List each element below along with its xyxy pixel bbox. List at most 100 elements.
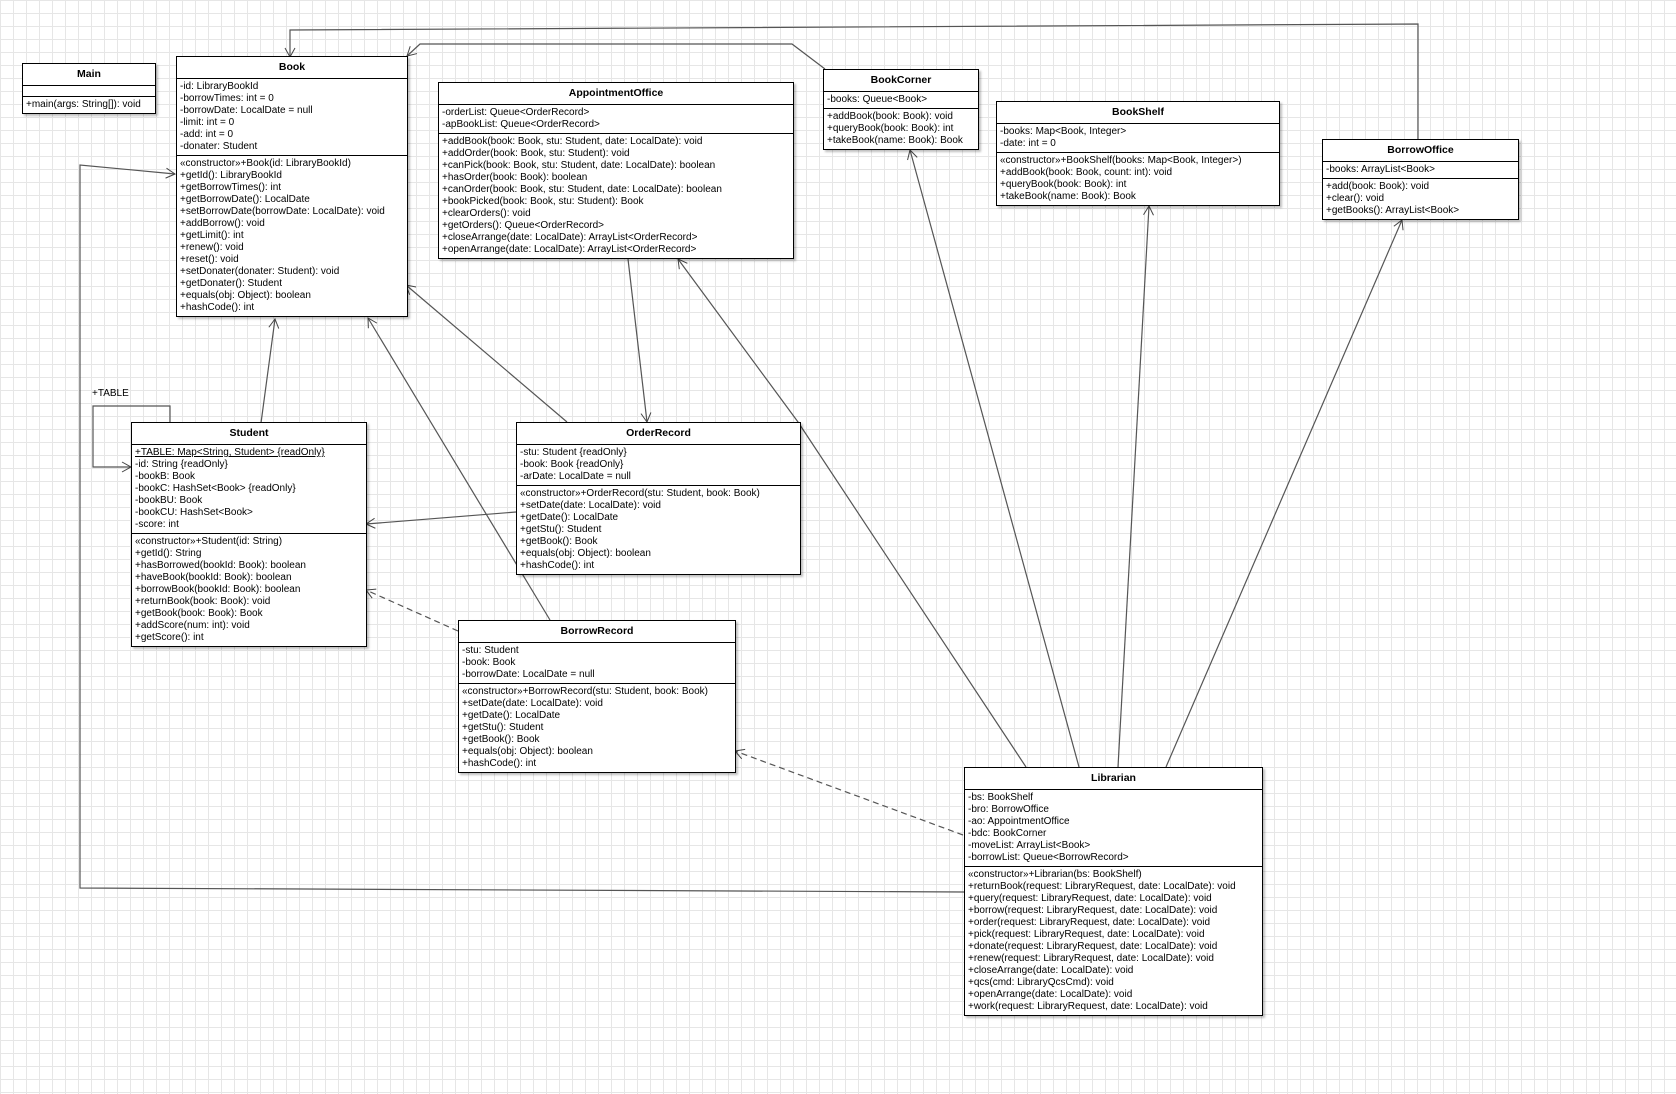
method: +equals(obj: Object): boolean [520, 548, 651, 559]
rel-bookcorner-book [406, 43, 826, 70]
class-bookcorner[interactable]: BookCorner-books: Queue<Book>+addBook(bo… [823, 69, 979, 150]
method: +main(args: String[]): void [26, 99, 141, 110]
attributes-section: -id: LibraryBookId-borrowTimes: int = 0 -… [177, 79, 407, 156]
method: +takeBook(name: Book): Book [827, 135, 963, 146]
methods-section: «constructor»+BorrowRecord(stu: Student,… [459, 684, 735, 772]
methods-section: «constructor»+Book(id: LibraryBookId)+ge… [177, 156, 407, 316]
class-name: OrderRecord [517, 423, 800, 445]
class-orderrecord[interactable]: OrderRecord-stu: Student {readOnly}-book… [516, 422, 801, 575]
attribute: -add: int = 0 [180, 129, 234, 140]
method: +hashCode(): int [180, 302, 255, 313]
method: +getStu(): Student [462, 722, 544, 733]
method: +getLimit(): int [180, 230, 244, 241]
attribute: -book: Book {readOnly} [520, 459, 624, 470]
method: +getBorrowDate(): LocalDate [180, 194, 310, 205]
attribute: -id: LibraryBookId [180, 81, 259, 92]
method: «constructor»+Student(id: String) [135, 536, 283, 547]
method: +getDate(): LocalDate [520, 512, 619, 523]
method: +getDate(): LocalDate [462, 710, 561, 721]
rel-student-book [254, 317, 280, 433]
class-name: BookShelf [997, 102, 1279, 124]
method: +query(request: LibraryRequest, date: Lo… [968, 893, 1212, 904]
class-name: BookCorner [824, 70, 978, 92]
method: +addBook(book: Book): void [827, 111, 953, 122]
rel-orderrecord-student [364, 511, 517, 529]
method: «constructor»+BorrowRecord(stu: Student,… [462, 686, 708, 697]
class-name: BorrowRecord [459, 621, 735, 643]
method: +renew(request: LibraryRequest, date: Lo… [968, 953, 1214, 964]
attribute: -books: ArrayList<Book> [1326, 164, 1435, 175]
method: +equals(obj: Object): boolean [180, 290, 311, 301]
attributes-section: +TABLE: Map<String, Student> {readOnly} -… [132, 445, 366, 534]
method: +returnBook(request: LibraryRequest, dat… [968, 881, 1236, 892]
method: «constructor»+OrderRecord(stu: Student, … [520, 488, 760, 499]
attribute: -bookC: HashSet<Book> {readOnly} [135, 483, 296, 494]
rel-librarian-bookcorner [907, 149, 1080, 768]
student-table-association-label: +TABLE [92, 388, 129, 399]
method: +setDate(date: LocalDate): void [520, 500, 661, 511]
method: +returnBook(book: Book): void [135, 596, 271, 607]
method: +getId(): LibraryBookId [180, 170, 282, 181]
method: +getBorrowTimes(): int [180, 182, 282, 193]
methods-section: «constructor»+BookShelf(books: Map<Book,… [997, 153, 1279, 205]
method: +openArrange(date: LocalDate): void [968, 989, 1133, 1000]
method: «constructor»+BookShelf(books: Map<Book,… [1000, 155, 1242, 166]
class-name: Book [177, 57, 407, 79]
methods-section: +addBook(book: Book): void+queryBook(boo… [824, 109, 978, 149]
method: +donate(request: LibraryRequest, date: L… [968, 941, 1218, 952]
attribute: -orderList: Queue<OrderRecord> [442, 107, 590, 118]
attribute: -bdc: BookCorner [968, 828, 1047, 839]
class-name: Librarian [965, 768, 1262, 790]
rel-librarian-borrowoffice [1165, 219, 1404, 768]
attribute: -bookBU: Book [135, 495, 203, 506]
attribute: -ao: AppointmentOffice [968, 816, 1070, 827]
class-borrowoffice[interactable]: BorrowOffice -books: ArrayList<Book> +add(… [1322, 139, 1519, 220]
class-appointmentoffice[interactable]: AppointmentOffice-orderList: Queue<Order… [438, 82, 794, 259]
class-main[interactable]: Main +main(args: String[]): void [22, 63, 156, 114]
attribute: -moveList: ArrayList<Book> [968, 840, 1091, 851]
method: +getId(): String [135, 548, 202, 559]
method: +hashCode(): int [520, 560, 595, 571]
attribute: -borrowTimes: int = 0 [180, 93, 274, 104]
class-borrowrecord[interactable]: BorrowRecord-stu: Student-book: Book-bor… [458, 620, 736, 773]
method: +equals(obj: Object): boolean [462, 746, 593, 757]
method: «constructor»+Book(id: LibraryBookId) [180, 158, 351, 169]
method: +hashCode(): int [462, 758, 537, 769]
attribute: -apBookList: Queue<OrderRecord> [442, 119, 600, 130]
rel-borrowrecord-student [365, 588, 459, 632]
method: +addBook(book: Book, count: int): void [1000, 167, 1173, 178]
class-bookshelf[interactable]: BookShelf-books: Map<Book, Integer>-date… [996, 101, 1280, 206]
method: +addBorrow(): void [180, 218, 265, 229]
method: +canOrder(book: Book, stu: Student, date… [442, 184, 722, 195]
methods-section: +add(book: Book): void+clear(): void+get… [1323, 179, 1518, 219]
method: +reset(): void [180, 254, 239, 265]
attributes-section: -bs: BookShelf-bro: BorrowOffice-ao: App… [965, 790, 1262, 867]
attribute: -borrowList: Queue<BorrowRecord> [968, 852, 1129, 863]
method: +getBook(): Book [462, 734, 540, 745]
method: +borrow(request: LibraryRequest, date: L… [968, 905, 1218, 916]
attributes-section [23, 86, 155, 97]
attribute: -books: Map<Book, Integer> [1000, 126, 1127, 137]
class-book[interactable]: Book-id: LibraryBookId-borrowTimes: int … [176, 56, 408, 317]
class-student[interactable]: Student+TABLE: Map<String, Student> {rea… [131, 422, 367, 647]
class-name: Main [23, 64, 155, 86]
rel-appointmentoffice-orderrecord [627, 258, 652, 424]
method: +addScore(num: int): void [135, 620, 250, 631]
method: +bookPicked(book: Book, stu: Student): B… [442, 196, 644, 207]
method: +renew(): void [180, 242, 244, 253]
attribute: -borrowDate: LocalDate = null [462, 669, 595, 680]
class-name: BorrowOffice [1323, 140, 1518, 162]
attributes-section: -orderList: Queue<OrderRecord>-apBookLis… [439, 105, 793, 134]
class-librarian[interactable]: Librarian-bs: BookShelf-bro: BorrowOffic… [964, 767, 1263, 1016]
method: +setDonater(donater: Student): void [180, 266, 340, 277]
method: +getBooks(): ArrayList<Book> [1326, 205, 1460, 216]
attribute: -limit: int = 0 [180, 117, 235, 128]
method: +getScore(): int [135, 632, 204, 643]
attributes-section: -books: Queue<Book> [824, 92, 978, 109]
attributes-section: -books: Map<Book, Integer>-date: int = 0 [997, 124, 1279, 153]
method: +queryBook(book: Book): int [1000, 179, 1127, 190]
attribute: +TABLE: Map<String, Student> {readOnly} [135, 447, 325, 458]
method: +hasBorrowed(bookId: Book): boolean [135, 560, 306, 571]
method: +hasOrder(book: Book): boolean [442, 172, 588, 183]
method: +openArrange(date: LocalDate): ArrayList… [442, 244, 697, 255]
